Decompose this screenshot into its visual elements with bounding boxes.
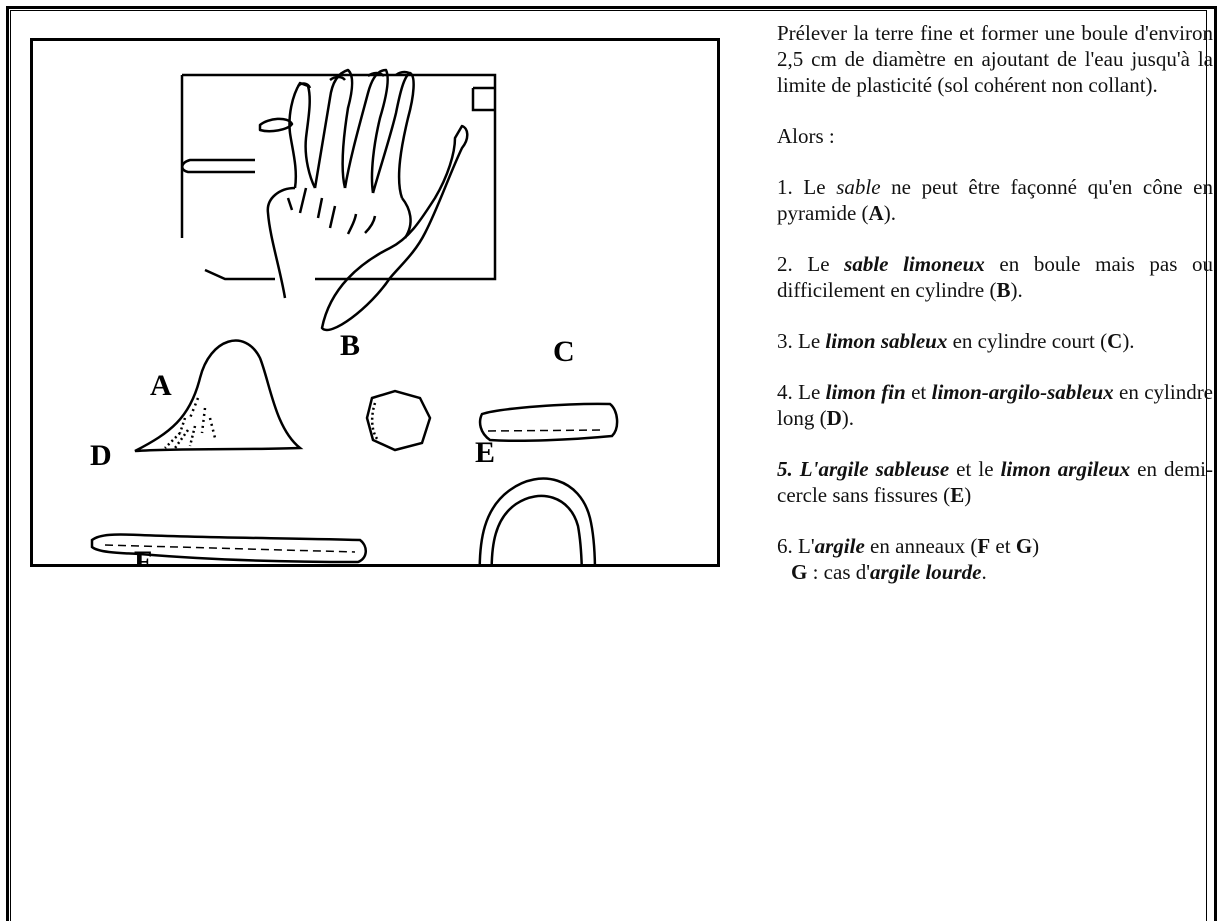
label-b: B — [340, 329, 360, 362]
item-6: 6. L'argile en anneaux (F et G) — [777, 533, 1213, 559]
item-2: 2. Le sable limoneux en boule mais pas o… — [777, 251, 1213, 303]
item-4: 4. Le limon fin et limon-argilo-sableux … — [777, 379, 1213, 431]
item-6-note: G : cas d'argile lourde. — [777, 559, 1213, 585]
label-a: A — [150, 369, 172, 402]
hand-illustration — [182, 70, 467, 330]
label-d: D — [90, 439, 112, 472]
instructions-column: Prélever la terre fine et former une bou… — [777, 20, 1213, 585]
item-5: 5. L'argile sableuse et le limon argileu… — [777, 456, 1213, 508]
label-c: C — [553, 335, 575, 368]
shape-b-ball — [367, 391, 430, 450]
item-3: 3. Le limon sableux en cylindre court (C… — [777, 328, 1213, 354]
label-f: F — [134, 545, 152, 567]
alors-line: Alors : — [777, 123, 1213, 149]
intro-paragraph: Prélever la terre fine et former une bou… — [777, 20, 1213, 98]
item-1: 1. Le sable ne peut être façonné qu'en c… — [777, 174, 1213, 226]
figure-illustration: A B C D E F G — [30, 38, 720, 567]
label-e: E — [475, 436, 495, 469]
shape-c-short-cylinder — [480, 404, 617, 441]
figure-labels: A B C D E F G — [90, 329, 575, 567]
shape-e-half-circle — [480, 479, 595, 567]
